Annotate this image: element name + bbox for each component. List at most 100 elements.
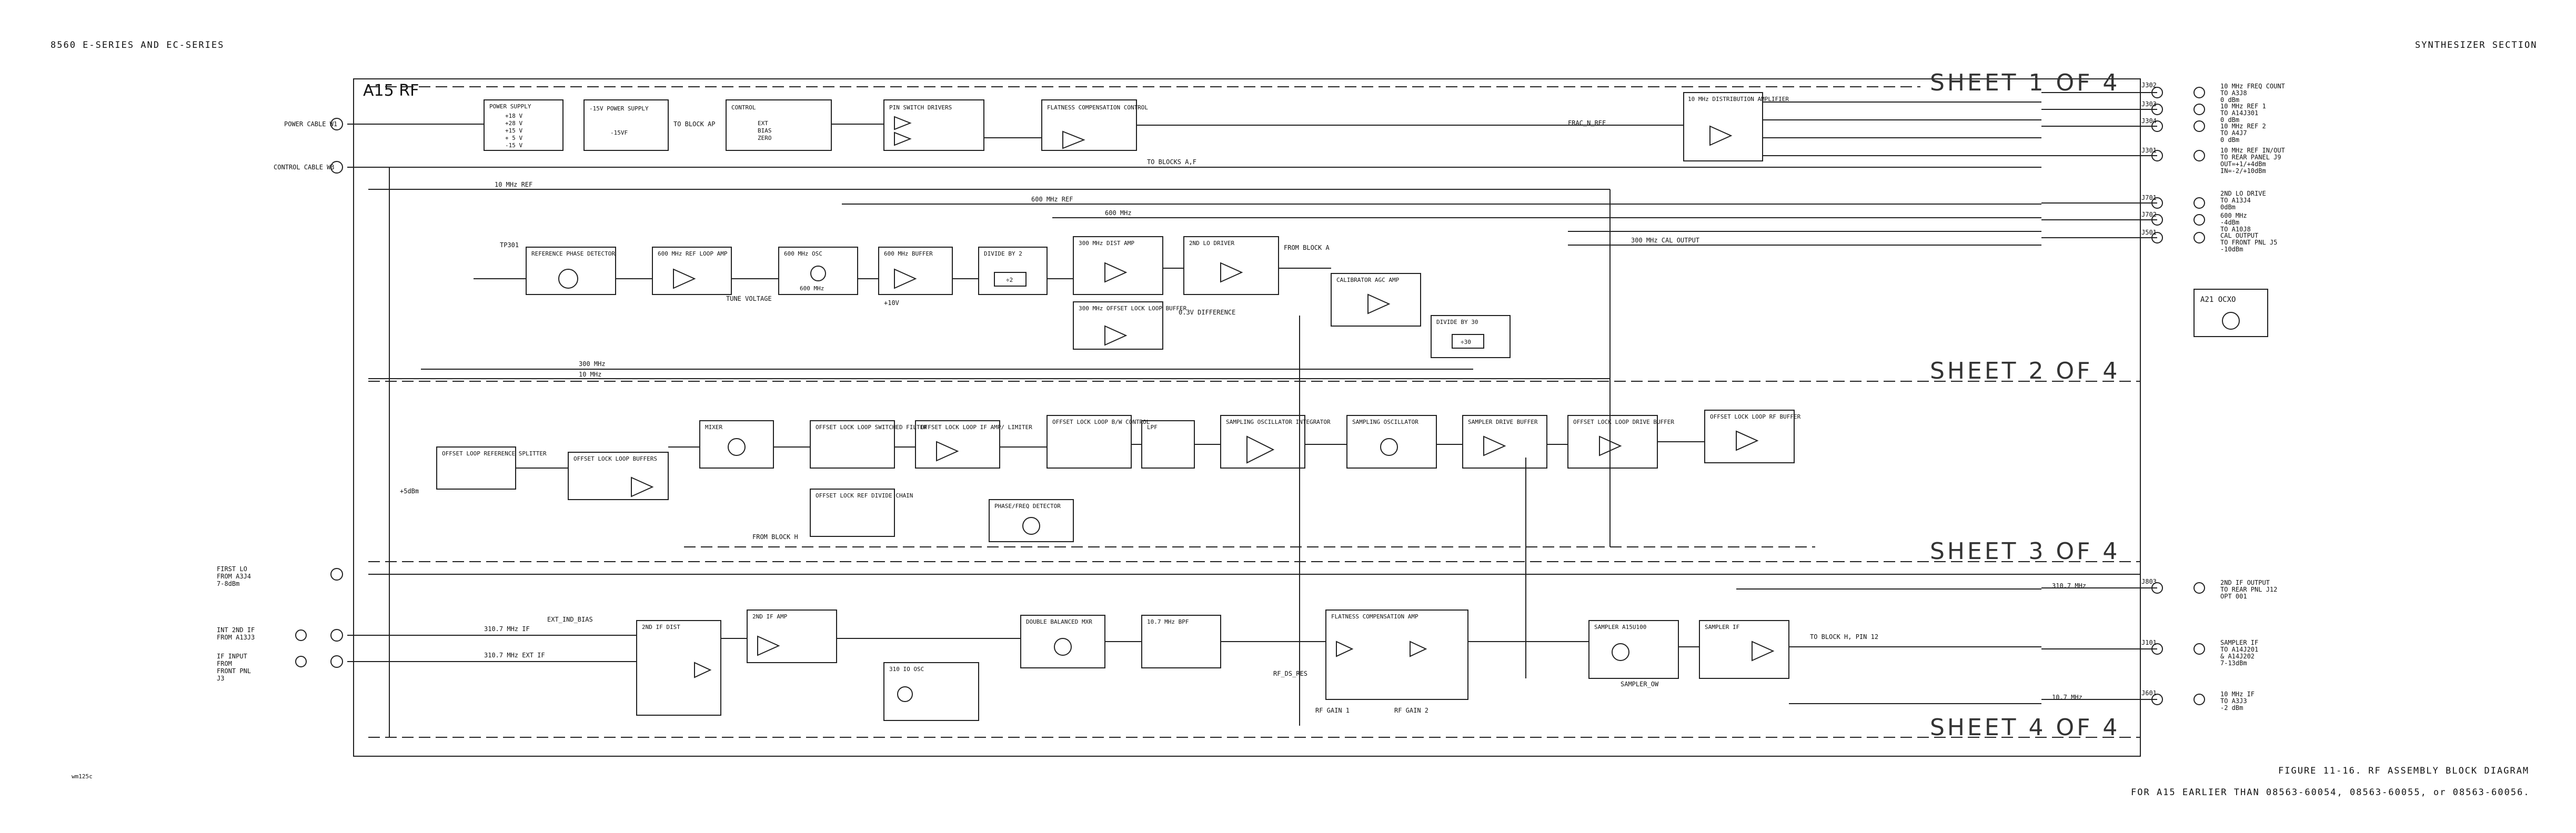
block-300mhz-dist-amp: 300 MHz DIST AMP — [1073, 236, 1163, 295]
svg-text:600 MHz: 600 MHz — [800, 285, 824, 292]
svg-text:TO A10J8: TO A10J8 — [2220, 226, 2251, 233]
block-310-io-osc: 310 IO OSC — [883, 662, 979, 721]
svg-text:OPT 001: OPT 001 — [2220, 593, 2247, 600]
to-block-ap: TO BLOCK AP — [673, 120, 715, 128]
svg-text:600 MHz: 600 MHz — [2220, 212, 2247, 219]
label-from-block-a: FROM BLOCK A — [1284, 244, 1330, 251]
block-loop-rf-buffer: OFFSET LOCK LOOP RF BUFFER — [1704, 410, 1801, 463]
block-600mhz-buffer: 600 MHz BUFFER — [878, 247, 953, 295]
svg-text:J803: J803 — [2141, 578, 2157, 585]
svg-text:CONTROL: CONTROL — [731, 104, 756, 111]
svg-text:10 MHz IF: 10 MHz IF — [2220, 690, 2255, 698]
svg-text:OFFSET LOCK LOOP B/W CONTROL: OFFSET LOCK LOOP B/W CONTROL — [1052, 419, 1150, 425]
first-lo-label-1: FROM A3J4 — [217, 573, 251, 580]
block-600mhz-ref-loop-amp: 600 MHz REF LOOP AMP — [652, 247, 732, 295]
block-10-7mhz-bpf: 10.7 MHz BPF — [1141, 615, 1221, 668]
if-input-label-0: IF INPUT — [217, 653, 247, 660]
svg-text:-15V POWER SUPPLY: -15V POWER SUPPLY — [589, 105, 649, 112]
a21-ocxo: A21 OCXO — [2193, 289, 2268, 337]
svg-text:TO A14J301: TO A14J301 — [2220, 109, 2258, 117]
block-bw-control: OFFSET LOCK LOOP B/W CONTROL — [1046, 415, 1150, 469]
sheet-label-2: SHEET 2 OF 4 — [1930, 358, 2120, 384]
svg-text:ZERO: ZERO — [758, 135, 772, 141]
svg-text:OUT=+1/+4dBm: OUT=+1/+4dBm — [2220, 160, 2266, 168]
svg-text:CALIBRATOR AGC AMP: CALIBRATOR AGC AMP — [1336, 277, 1400, 283]
svg-text:J702: J702 — [2141, 211, 2157, 218]
svg-text:-2 dBm: -2 dBm — [2220, 704, 2243, 712]
to-blocks-a-f: TO BLOCKS A,F — [1147, 158, 1196, 166]
svg-text:-4dBm: -4dBm — [2220, 219, 2239, 226]
svg-text:-10dBm: -10dBm — [2220, 246, 2243, 253]
figure-ref-code: wm125c — [72, 773, 93, 780]
svg-text:600 MHz OSC: 600 MHz OSC — [784, 250, 822, 257]
label-to-block-h-pin12: TO BLOCK H, PIN 12 — [1810, 633, 1878, 641]
svg-text:10 MHz REF 2: 10 MHz REF 2 — [2220, 123, 2266, 130]
right-io-connectors — [2151, 87, 2205, 705]
block-divide-by-30: DIVIDE BY 30 ÷30 — [1431, 315, 1511, 358]
svg-text:2ND LO DRIVE: 2ND LO DRIVE — [2220, 190, 2266, 197]
block-if-amp-limiter: OFFSET LOCK LOOP IF AMP/ LIMITER — [915, 420, 1032, 469]
svg-text:SAMPLING OSCILLATOR INTEGRATOR: SAMPLING OSCILLATOR INTEGRATOR — [1226, 419, 1331, 425]
svg-text:J301: J301 — [2141, 147, 2157, 154]
svg-text:J501: J501 — [2141, 229, 2157, 236]
svg-text:-15 V: -15 V — [505, 142, 522, 149]
label-rf-gain-2: RF GAIN 2 — [1394, 707, 1428, 714]
svg-text:0 dBm: 0 dBm — [2220, 136, 2239, 144]
block-calibrator-agc-amp: CALIBRATOR AGC AMP — [1331, 273, 1421, 327]
svg-text:IN=-2/+10dBm: IN=-2/+10dBm — [2220, 167, 2266, 175]
a15-label: A15 RF — [363, 82, 419, 100]
label-cal-diff: 0.3V DIFFERENCE — [1179, 309, 1235, 316]
svg-text:J303: J303 — [2141, 100, 2157, 108]
svg-text:0 dBm: 0 dBm — [2220, 116, 2239, 124]
control-cable-label: CONTROL CABLE W3 — [274, 164, 335, 171]
svg-text:10.7 MHz BPF: 10.7 MHz BPF — [1147, 618, 1189, 625]
svg-text:EXT: EXT — [758, 120, 768, 127]
a15-assembly-frame — [353, 78, 2141, 757]
svg-text:J302: J302 — [2141, 82, 2157, 89]
svg-text:CAL OUTPUT: CAL OUTPUT — [2220, 232, 2258, 239]
svg-text:TO REAR PNL J12: TO REAR PNL J12 — [2220, 586, 2277, 593]
block-double-balanced-mixer: DOUBLE BALANCED MXR — [1020, 615, 1105, 668]
svg-text:10 MHz FREQ COUNT: 10 MHz FREQ COUNT — [2220, 83, 2285, 90]
svg-text:FLATNESS COMPENSATION AMP: FLATNESS COMPENSATION AMP — [1331, 613, 1418, 620]
svg-text:-15VF: -15VF — [610, 129, 628, 136]
block-2nd-if-dist: 2ND IF DIST — [636, 620, 721, 716]
svg-text:POWER SUPPLY: POWER SUPPLY — [489, 103, 531, 110]
svg-text:DOUBLE BALANCED MXR: DOUBLE BALANCED MXR — [1026, 618, 1092, 625]
svg-text:TO A13J4: TO A13J4 — [2220, 197, 2251, 204]
block-10mhz-dist-amp: 10 MHz DISTRIBUTION AMPLIFIER — [1683, 92, 1789, 161]
label-600mhz: 600 MHz — [1105, 209, 1132, 217]
block-ref-divide-chain: OFFSET LOCK REF DIVIDE CHAIN — [810, 489, 913, 537]
svg-text:J601: J601 — [2141, 689, 2157, 697]
svg-text:600 MHz BUFFER: 600 MHz BUFFER — [884, 250, 933, 257]
block-reference-phase-detector: REFERENCE PHASE DETECTOR — [526, 247, 616, 295]
svg-text:J101: J101 — [2141, 639, 2157, 646]
block-300mhz-offset-lock-buffer: 300 MHz OFFSET LOCK LOOP BUFFER — [1073, 301, 1187, 350]
svg-text:+28 V: +28 V — [505, 120, 522, 127]
svg-text:OFFSET LOCK LOOP BUFFERS: OFFSET LOCK LOOP BUFFERS — [573, 455, 657, 462]
figure-applicability: FOR A15 EARLIER THAN 08563-60054, 08563-… — [2131, 787, 2530, 798]
svg-text:÷2: ÷2 — [1006, 277, 1013, 283]
svg-text:SAMPLER DRIVE BUFFER: SAMPLER DRIVE BUFFER — [1468, 419, 1538, 425]
label-plus10v: +10V — [884, 299, 899, 307]
label-600mhz-ref: 600 MHz REF — [1031, 196, 1073, 203]
svg-text:10 MHz DISTRIBUTION AMPLIFIER: 10 MHz DISTRIBUTION AMPLIFIER — [1688, 96, 1789, 103]
svg-text:OFFSET LOOP REFERENCE SPLITTER: OFFSET LOOP REFERENCE SPLITTER — [442, 450, 547, 457]
svg-text:PIN SWITCH DRIVERS: PIN SWITCH DRIVERS — [889, 104, 952, 111]
if-input-label-1: FROM — [217, 660, 232, 667]
label-rf-ds-res: RF_DS_RES — [1273, 670, 1307, 677]
svg-text:FLATNESS COMPENSATION CONTROL: FLATNESS COMPENSATION CONTROL — [1047, 104, 1148, 111]
block-pin-switch-drivers: PIN SWITCH DRIVERS — [883, 99, 984, 151]
block-sampler-if: SAMPLER IF — [1699, 620, 1789, 679]
svg-text:TO A3J3: TO A3J3 — [2220, 697, 2247, 705]
block-lpf: LPF — [1141, 420, 1195, 469]
svg-text:SAMPLER IF: SAMPLER IF — [2220, 639, 2258, 646]
svg-text:0 dBm: 0 dBm — [2220, 96, 2239, 104]
sheet-label-4: SHEET 4 OF 4 — [1930, 714, 2120, 741]
label-tp301: TP301 — [500, 241, 519, 249]
svg-text:÷30: ÷30 — [1461, 339, 1471, 346]
label-sampler-ow: SAMPLER_OW — [1621, 680, 1659, 688]
svg-text:600 MHz REF LOOP AMP: 600 MHz REF LOOP AMP — [658, 250, 728, 257]
svg-text:& A14J202: & A14J202 — [2220, 653, 2255, 660]
svg-text:300 MHz DIST AMP: 300 MHz DIST AMP — [1079, 240, 1134, 247]
